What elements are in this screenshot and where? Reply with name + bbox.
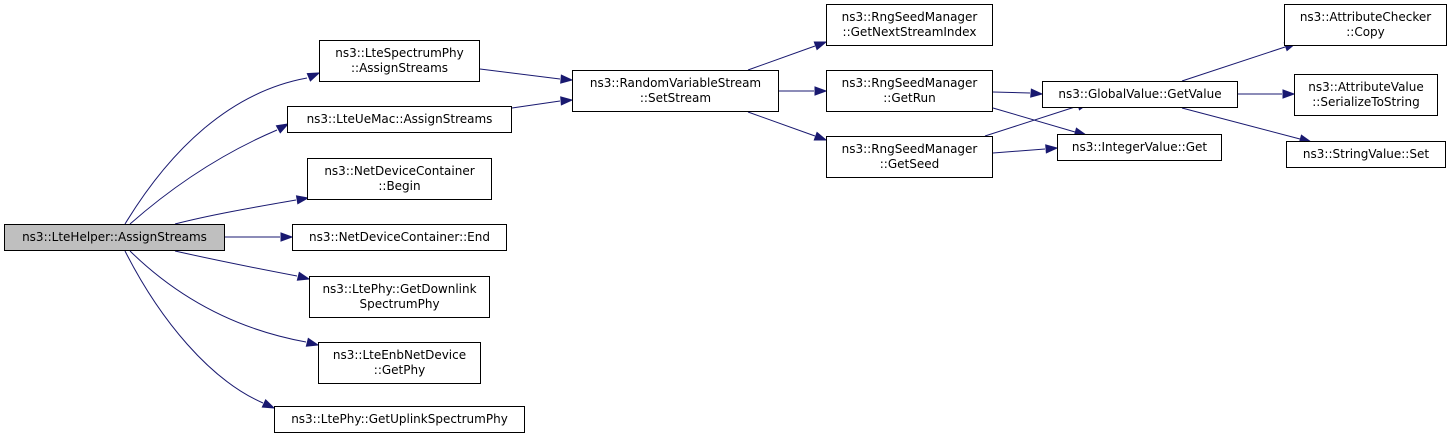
- node-label-line: ::GetNextStreamIndex: [842, 25, 977, 39]
- node-label-line: ns3::RngSeedManager: [841, 76, 978, 90]
- arrowhead-icon: [306, 72, 321, 82]
- node-label-line: ns3::IntegerValue::Get: [1071, 140, 1208, 154]
- node-rngseedmanager-getseed[interactable]: ns3::RngSeedManager ::GetSeed: [826, 136, 993, 178]
- node-randomvariablestream-setstream[interactable]: ns3::RandomVariableStream ::SetStream: [572, 70, 779, 112]
- node-label-line: ns3::StringValue::Set: [1302, 147, 1430, 161]
- node-ltephy-getuplinkspectrumphy[interactable]: ns3::LtePhy::GetUplinkSpectrumPhy: [274, 406, 525, 433]
- node-label-line: ns3::RngSeedManager: [841, 10, 978, 24]
- arrowhead-icon: [813, 41, 828, 51]
- arrowhead-icon: [261, 398, 276, 409]
- arrowhead-icon: [1282, 89, 1296, 99]
- node-label-line: ns3::LtePhy::GetDownlink: [322, 282, 477, 296]
- arrowhead-icon: [813, 131, 828, 141]
- node-label-line: SpectrumPhy: [359, 297, 440, 311]
- arrowhead-icon: [275, 123, 290, 134]
- node-label-line: ::SerializeToString: [1312, 95, 1420, 109]
- node-lteuemac-assignstreams[interactable]: ns3::LteUeMac::AssignStreams: [287, 106, 512, 133]
- node-label-line: ns3::LteEnbNetDevice: [332, 348, 467, 362]
- node-rngseedmanager-getnextstreamindex[interactable]: ns3::RngSeedManager ::GetNextStreamIndex: [826, 4, 993, 46]
- node-label-line: ::AssignStreams: [350, 61, 449, 75]
- node-label-line: ::Begin: [378, 179, 421, 193]
- node-label-line: ns3::LtePhy::GetUplinkSpectrumPhy: [291, 412, 508, 426]
- node-ltespectrumphy-assignstreams[interactable]: ns3::LteSpectrumPhy ::AssignStreams: [319, 40, 480, 82]
- node-netdevicecontainer-begin[interactable]: ns3::NetDeviceContainer ::Begin: [307, 158, 492, 200]
- edge-n2-n8: [511, 100, 561, 109]
- node-attributechecker-copy[interactable]: ns3::AttributeChecker ::Copy: [1284, 4, 1447, 46]
- arrowhead-icon: [296, 271, 311, 281]
- node-label-line: ns3::RngSeedManager: [841, 142, 978, 156]
- node-ltehelper-assignstreams: ns3::LteHelper::AssignStreams: [4, 224, 225, 251]
- node-stringvalue-set[interactable]: ns3::StringValue::Set: [1286, 141, 1446, 168]
- arrowhead-icon: [1030, 88, 1044, 98]
- edge-n8-n9: [747, 45, 816, 71]
- node-label-line: ns3::NetDeviceContainer: [324, 164, 475, 178]
- arrowhead-icon: [1045, 144, 1059, 154]
- edge-n12-n14: [1181, 46, 1286, 82]
- arrowhead-icon: [560, 74, 574, 84]
- node-label-line: ns3::RandomVariableStream: [589, 76, 762, 90]
- edge-n0-n5: [174, 250, 298, 277]
- arrowhead-icon: [295, 195, 310, 205]
- edge-n0-n3: [174, 199, 297, 225]
- arrowhead-icon: [305, 337, 320, 347]
- node-netdevicecontainer-end[interactable]: ns3::NetDeviceContainer::End: [292, 224, 507, 251]
- node-label-line: ns3::GlobalValue::GetValue: [1058, 87, 1222, 101]
- edge-n1-n8: [479, 68, 561, 80]
- edge-n0-n6: [129, 250, 307, 343]
- node-integervalue-get[interactable]: ns3::IntegerValue::Get: [1057, 134, 1222, 161]
- node-label-line: ::GetSeed: [879, 157, 940, 171]
- node-label-line: ::GetRun: [883, 91, 936, 105]
- node-label-line: ::Copy: [1346, 25, 1385, 39]
- arrowhead-icon: [560, 96, 574, 106]
- node-label-line: ns3::LteUeMac::AssignStreams: [306, 112, 493, 126]
- arrowhead-icon: [814, 86, 828, 96]
- node-globalvalue-getvalue[interactable]: ns3::GlobalValue::GetValue: [1042, 81, 1238, 108]
- edge-n12-n16: [1181, 107, 1301, 140]
- edge-n0-n1: [124, 77, 308, 225]
- edge-n0-n2: [129, 129, 278, 225]
- arrowhead-icon: [280, 232, 294, 242]
- node-label-line: ns3::LteHelper::AssignStreams: [22, 230, 207, 244]
- edge-n10-n12: [992, 91, 1031, 94]
- node-label-line: ns3::AttributeValue: [1308, 80, 1424, 94]
- node-rngseedmanager-getrun[interactable]: ns3::RngSeedManager ::GetRun: [826, 70, 993, 112]
- node-label-line: ::GetPhy: [373, 363, 426, 377]
- node-ltephy-getdownlinkspectrumphy[interactable]: ns3::LtePhy::GetDownlink SpectrumPhy: [309, 276, 490, 318]
- edge-n8-n11: [747, 111, 816, 137]
- node-label-line: ::SetStream: [639, 91, 712, 105]
- edge-n11-n12: [984, 105, 1079, 137]
- node-label-line: ns3::NetDeviceContainer::End: [308, 230, 490, 244]
- edge-n11-n13: [992, 148, 1046, 154]
- edge-n0-n7: [124, 250, 264, 404]
- node-label-line: ns3::LteSpectrumPhy: [335, 46, 464, 60]
- node-lteenbnetdevice-getphy[interactable]: ns3::LteEnbNetDevice ::GetPhy: [318, 342, 481, 384]
- node-label-line: ns3::AttributeChecker: [1299, 10, 1432, 24]
- node-attributevalue-serializetostring[interactable]: ns3::AttributeValue ::SerializeToString: [1294, 74, 1438, 116]
